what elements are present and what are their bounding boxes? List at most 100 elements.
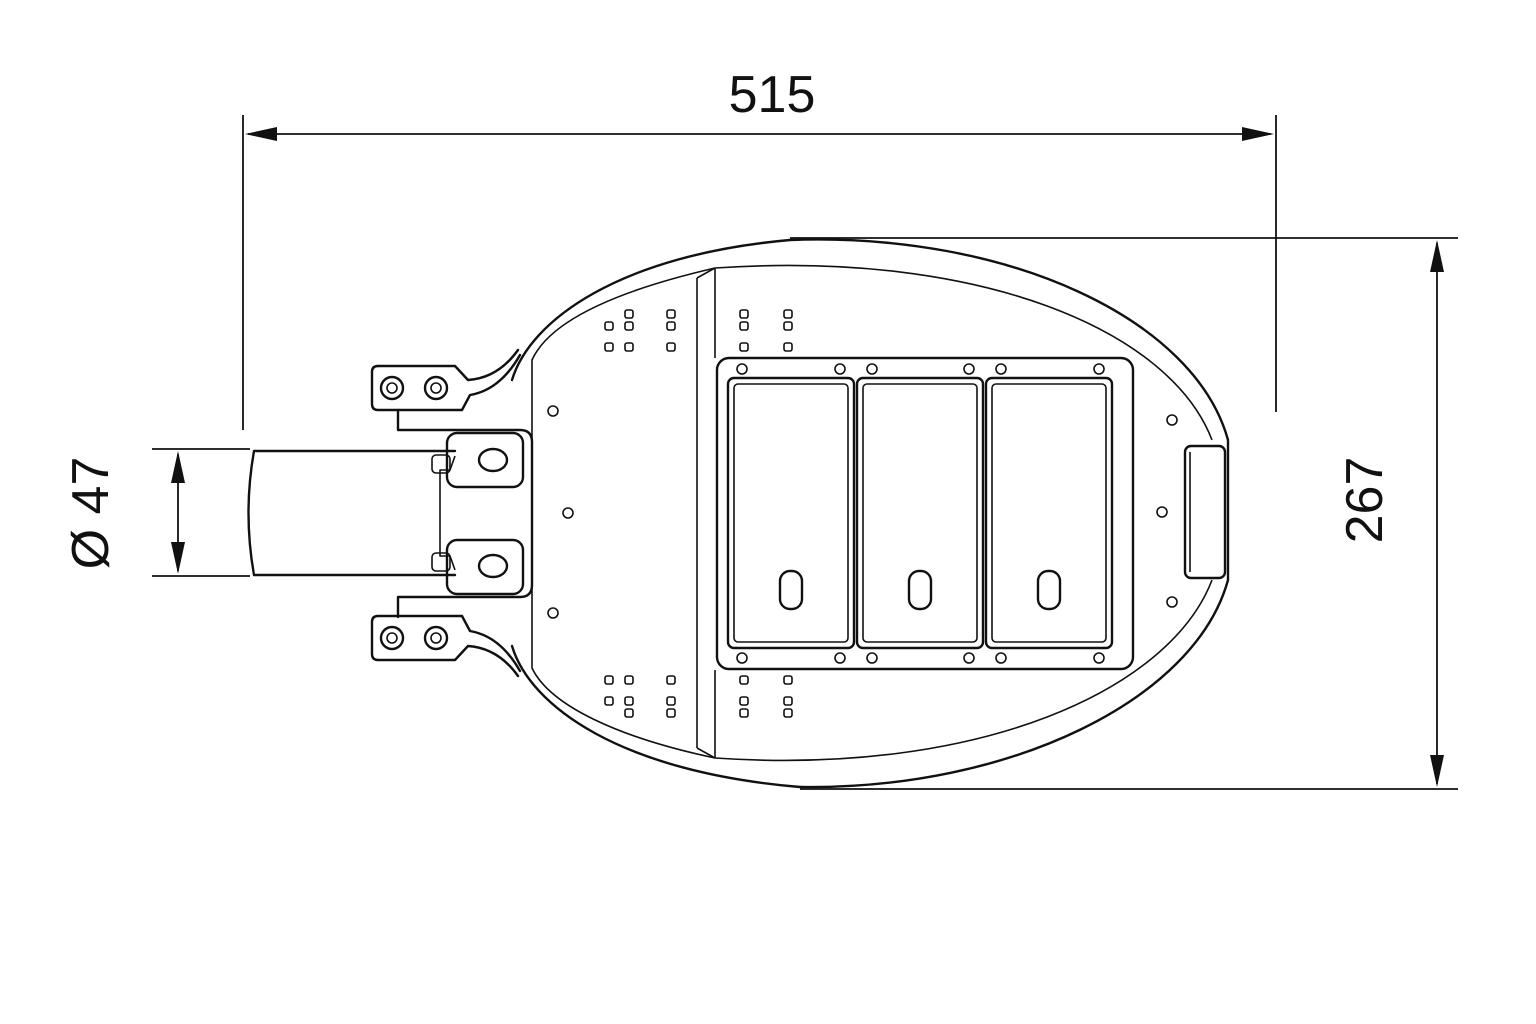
frame-screw-icon <box>1093 652 1105 664</box>
width-arrow-top <box>1430 240 1444 272</box>
frame-screw-icon <box>866 363 878 375</box>
frame-screw-icon <box>736 652 748 664</box>
vent-hole <box>783 708 793 718</box>
diameter-value: Ø 47 <box>62 457 120 570</box>
vent-hole <box>624 309 634 319</box>
clamp-bolt-bottom-icon <box>477 553 509 579</box>
ear-bottom-edge <box>376 644 520 678</box>
ear-plate-bottom <box>370 614 522 678</box>
vent-hole <box>739 696 749 706</box>
pole-end-clamp <box>439 455 456 571</box>
led-module-3 <box>984 376 1114 650</box>
vent-holes-bottom <box>604 675 793 718</box>
vent-hole <box>624 321 634 331</box>
length-dimension: 515 <box>242 66 1277 430</box>
led-module-frame <box>715 356 1135 671</box>
clamp-bracket-bottom <box>445 538 525 596</box>
vent-hole <box>666 309 676 319</box>
vent-hole <box>666 696 676 706</box>
rear-screw-top-icon <box>547 405 559 417</box>
housing <box>510 238 1230 789</box>
rear-screw-middle-icon <box>562 507 574 519</box>
led-module-2-lens <box>862 383 978 643</box>
ear-top-bolt-2-core <box>430 382 442 394</box>
frame-screw-icon <box>963 363 975 375</box>
led-module-2-outer <box>855 376 985 650</box>
vent-hole <box>604 321 614 331</box>
frame-screw-icon <box>834 363 846 375</box>
clamp-frame <box>396 408 534 619</box>
led-module-1-connector <box>778 569 804 611</box>
front-latch <box>1183 444 1227 580</box>
frame-screw-icon <box>963 652 975 664</box>
vent-hole <box>783 342 793 352</box>
frame-screw-icon <box>995 363 1007 375</box>
vent-hole <box>604 675 614 685</box>
clamp-nut-top <box>431 454 451 474</box>
front-screw-bottom-icon <box>1166 596 1178 608</box>
frame-screw-icon <box>736 363 748 375</box>
ear-bottom-bolt-2-icon <box>423 625 449 651</box>
housing-outer-shell-right <box>788 238 1230 789</box>
diameter-arrow-top <box>171 451 185 483</box>
vent-hole <box>624 696 634 706</box>
ear-top-bolt-2-icon <box>423 375 449 401</box>
length-value: 515 <box>729 66 816 124</box>
housing-outer-shell-left <box>510 238 802 789</box>
clamp-bracket-top <box>445 431 525 489</box>
led-frame-outer <box>715 356 1135 671</box>
ear-top-bolt-1-icon <box>379 375 405 401</box>
clamp-nut-bottom <box>431 552 451 572</box>
vent-hole <box>739 342 749 352</box>
length-arrow-right <box>1242 127 1274 141</box>
led-module-2 <box>855 376 985 650</box>
length-arrow-left <box>245 127 277 141</box>
ear-bottom-outline <box>370 614 522 673</box>
ear-bottom-bolt-2-core <box>430 632 442 644</box>
width-value: 267 <box>1336 457 1394 544</box>
vent-hole <box>604 696 614 706</box>
vent-holes-top <box>604 309 793 352</box>
mounting-clamp <box>396 408 534 619</box>
vent-hole <box>604 342 614 352</box>
rear-screw-bottom-icon <box>547 607 559 619</box>
led-module-1 <box>726 376 856 650</box>
vent-hole <box>783 321 793 331</box>
diameter-dimension: Ø 47 <box>62 448 250 577</box>
vent-hole <box>739 675 749 685</box>
frame-screw-icon <box>1093 363 1105 375</box>
frame-screw-icon <box>995 652 1007 664</box>
ear-top-bolt-1-core <box>386 382 398 394</box>
led-module-3-outer <box>984 376 1114 650</box>
vent-hole <box>666 321 676 331</box>
vent-hole <box>624 342 634 352</box>
width-dimension: 267 <box>790 237 1458 790</box>
vent-hole <box>783 309 793 319</box>
led-module-3-connector <box>1036 569 1062 611</box>
clamp-bolt-top-icon <box>477 447 509 473</box>
housing-divider-caps <box>696 267 716 759</box>
vent-hole <box>624 675 634 685</box>
ear-bottom-bolt-1-icon <box>379 625 405 651</box>
led-module-3-lens <box>991 383 1107 643</box>
housing-inner-rim-left <box>531 267 716 759</box>
diameter-arrow-bottom <box>171 542 185 574</box>
pole-outline <box>247 449 457 577</box>
pole-spigot <box>247 449 457 577</box>
vent-hole <box>739 708 749 718</box>
vent-hole <box>783 696 793 706</box>
led-module-1-outer <box>726 376 856 650</box>
front-screw-top-icon <box>1166 414 1178 426</box>
vent-hole <box>624 708 634 718</box>
frame-screw-icon <box>866 652 878 664</box>
width-arrow-bottom <box>1430 755 1444 787</box>
vent-hole <box>666 675 676 685</box>
led-module-2-connector <box>907 569 933 611</box>
ear-plate-top <box>370 348 522 412</box>
led-module-1-lens <box>733 383 849 643</box>
vent-hole <box>739 321 749 331</box>
vent-hole <box>783 675 793 685</box>
ear-bottom-bolt-1-core <box>386 632 398 644</box>
ear-top-edge <box>376 348 520 382</box>
